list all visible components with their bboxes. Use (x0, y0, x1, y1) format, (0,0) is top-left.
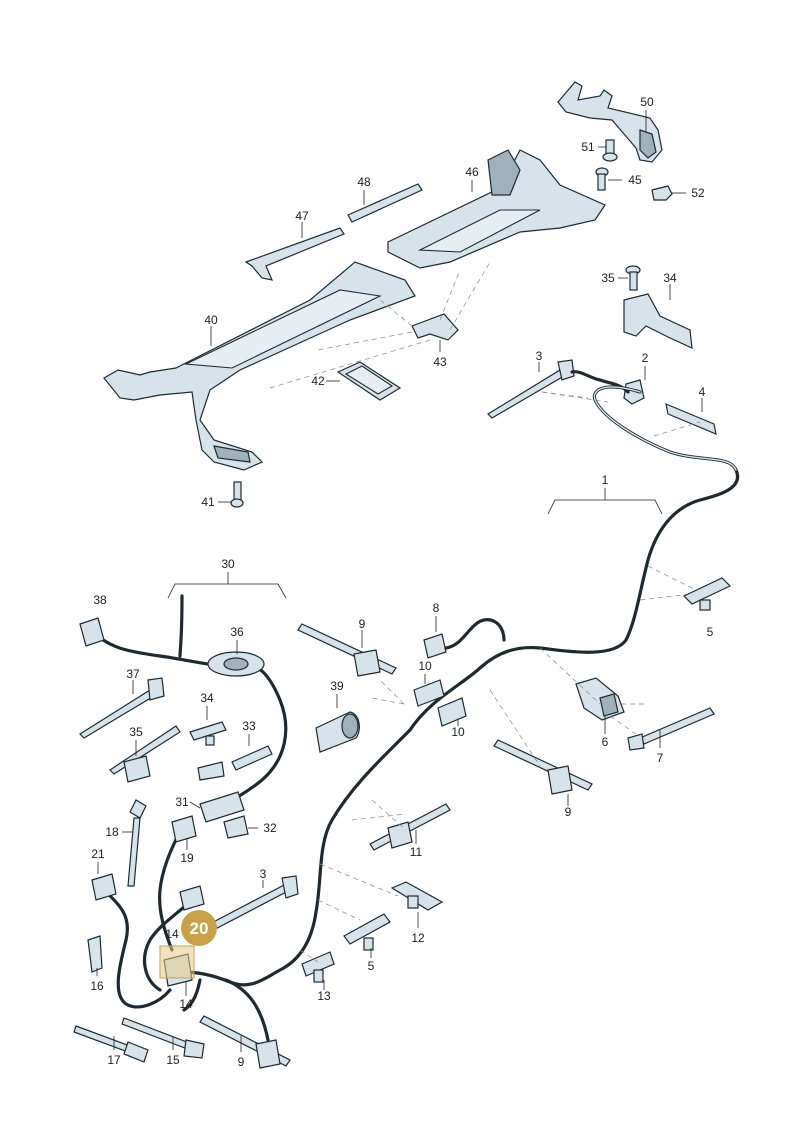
tie-3-upper (487, 359, 575, 419)
callout-label-51: 51 (581, 140, 595, 154)
callout-label-1: 1 (602, 473, 609, 487)
highlight-badge-20[interactable]: 20 (181, 910, 217, 946)
strip-48 (347, 183, 423, 223)
callout-label-5: 5 (368, 959, 375, 973)
callout-label-41: 41 (201, 495, 215, 509)
callout-label-47: 47 (295, 209, 309, 223)
callout-label-36: 36 (230, 625, 244, 639)
callout-labels: 1 2 3 3 4 5 5 6 7 8 9 9 9 10 10 11 12 13… (90, 95, 713, 1069)
highlight-badge-label: 20 (190, 919, 209, 938)
tie-15 (121, 1017, 205, 1059)
tie-9-right (493, 739, 593, 806)
connector-harness-30 (179, 885, 205, 911)
tie-7 (627, 707, 715, 751)
clip-33 (197, 734, 273, 781)
callout-label-18: 18 (105, 825, 119, 839)
grommet-2 (623, 366, 646, 405)
connector-31 (189, 791, 245, 823)
callout-label-11: 11 (410, 845, 423, 859)
tie-17 (73, 1025, 149, 1063)
tie-9-bottom (199, 1015, 291, 1069)
clip-13 (301, 951, 335, 990)
callout-label-31: 31 (175, 795, 189, 809)
callout-label-35: 35 (129, 725, 143, 739)
callout-label-6: 6 (602, 735, 609, 749)
bracket-34-upper (623, 284, 693, 349)
tie-37 (79, 677, 165, 739)
tray-46 (387, 149, 606, 269)
callout-label-43: 43 (433, 355, 447, 369)
callout-label-9: 9 (359, 617, 366, 631)
callout-label-32: 32 (263, 821, 277, 835)
connector-21 (91, 862, 117, 901)
callout-label-34: 34 (200, 691, 214, 705)
tie-11 (369, 803, 451, 851)
callout-label-33: 33 (242, 719, 256, 733)
callout-label-45: 45 (628, 173, 642, 187)
callout-label-34: 34 (663, 271, 677, 285)
bolt-35-upper (618, 265, 641, 291)
connector-38 (79, 617, 105, 647)
holder-4 (665, 398, 717, 435)
callout-label-13: 13 (317, 989, 331, 1003)
clip-16 (87, 935, 103, 976)
screw-45 (595, 167, 622, 191)
callout-label-8: 8 (433, 601, 440, 615)
callout-label-14: 14 (179, 997, 193, 1011)
callout-label-42: 42 (311, 374, 325, 388)
callout-label-3: 3 (536, 349, 543, 363)
callout-label-50: 50 (640, 95, 654, 109)
tie-35-lower (109, 725, 181, 783)
callout-label-37: 37 (126, 667, 140, 681)
connector-10 (413, 674, 467, 727)
clip-12 (390, 881, 444, 928)
callout-label-5: 5 (707, 625, 714, 639)
callout-label-16: 16 (90, 979, 104, 993)
clip-43 (411, 313, 459, 352)
clip-34-lower (189, 706, 227, 746)
tape-39 (315, 694, 360, 753)
nut-52 (651, 185, 686, 201)
callout-label-35: 35 (601, 271, 615, 285)
callout-label-40: 40 (204, 313, 218, 327)
screw-41 (218, 481, 244, 508)
callout-label-4: 4 (699, 385, 706, 399)
cover-42 (326, 361, 402, 401)
callout-label-17: 17 (107, 1053, 121, 1067)
callout-label-46: 46 (465, 165, 479, 179)
bolt-51 (598, 139, 618, 162)
callout-label-30: 30 (221, 557, 235, 571)
callout-label-38: 38 (93, 593, 107, 607)
callout-label-48: 48 (357, 175, 371, 189)
callout-label-10: 10 (451, 725, 465, 739)
tray-40 (103, 261, 416, 471)
connector-8 (423, 616, 506, 659)
callout-label-14: 14 (165, 927, 179, 941)
callout-label-9: 9 (238, 1055, 245, 1069)
callout-label-52: 52 (691, 186, 705, 200)
grommet-36 (207, 640, 265, 677)
callout-label-15: 15 (166, 1053, 180, 1067)
callout-label-39: 39 (330, 679, 344, 693)
callout-label-10: 10 (418, 659, 432, 673)
callout-label-7: 7 (657, 751, 664, 765)
bracket-50 (557, 81, 663, 163)
callout-label-9: 9 (565, 805, 572, 819)
callout-label-21: 21 (91, 847, 105, 861)
tie-9-middle (297, 623, 397, 677)
clip-5-right (682, 577, 732, 611)
connector-19 (171, 815, 197, 850)
callout-label-19: 19 (180, 851, 194, 865)
strip-47 (244, 222, 345, 281)
connector-14 (159, 945, 195, 996)
clip-32 (223, 815, 258, 839)
callout-label-3: 3 (260, 867, 267, 881)
tie-18 (122, 799, 147, 887)
callout-label-2: 2 (642, 351, 649, 365)
clip-5-lower (343, 913, 391, 958)
callout-label-12: 12 (411, 931, 425, 945)
bracket-6 (575, 677, 625, 734)
